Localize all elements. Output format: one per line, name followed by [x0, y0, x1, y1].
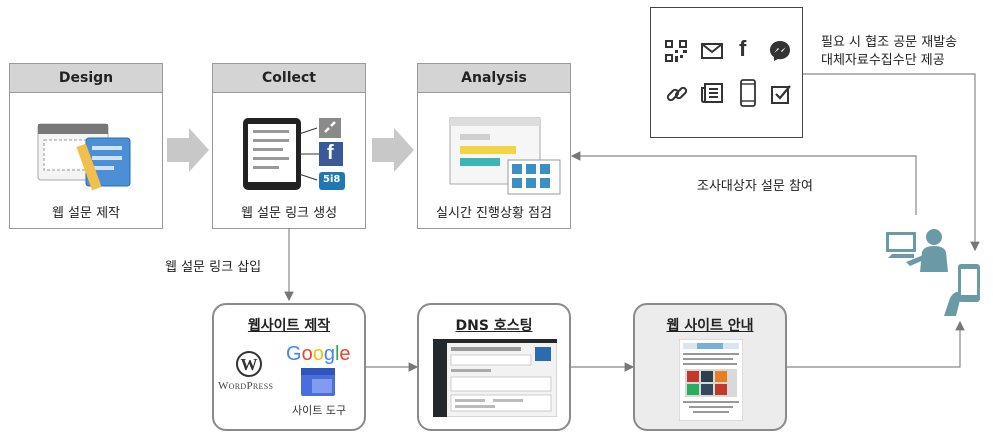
stage-caption: 웹 설문 제작 [51, 206, 121, 221]
newspaper-icon [701, 83, 723, 103]
stage-caption: 실시간 진행상황 점검 [436, 206, 552, 221]
participation-label: 조사대상자 설문 참여 [697, 179, 813, 194]
link-insert-label: 웹 설문 링크 삽입 [165, 260, 262, 275]
qr-code-icon [665, 40, 687, 62]
collect-illustration [243, 118, 345, 190]
box-title: 웹 사이트 안내 [666, 318, 754, 334]
box-title: 웹사이트 제작 [247, 318, 331, 334]
facebook-badge: f [327, 142, 334, 164]
mail-icon [701, 43, 723, 59]
wordpress-icon: W [236, 351, 262, 377]
person-computer-icon [886, 229, 948, 272]
stage-title: Design [10, 64, 162, 93]
wordpress-logo-text: WordPress [218, 380, 274, 392]
number-badge: 5i8 [323, 174, 341, 185]
checkbox-icon [771, 85, 791, 104]
hand-phone-icon [944, 264, 980, 316]
dns-admin-screenshot [433, 339, 557, 417]
stage-collect: Collect f 5i8 웹 설문 링크 생성 [212, 63, 366, 229]
svg-text:Google: Google [286, 343, 350, 365]
analysis-illustration [449, 117, 561, 195]
svg-text:W: W [241, 355, 258, 374]
website-build-box: 웹사이트 제작 W WordPress Google 사이트 도구 [212, 303, 366, 431]
stage-design: Design 웹 설문 제작 [9, 63, 163, 229]
design-illustration [37, 123, 131, 191]
stage-title: Analysis [418, 64, 570, 93]
box-title: DNS 호스팅 [455, 318, 533, 334]
messenger-icon [770, 41, 790, 61]
resend-note-line2: 대체자료수집수단 제공 [821, 53, 945, 68]
link-icon [666, 86, 688, 102]
stage-caption: 웹 설문 링크 생성 [240, 206, 338, 221]
flow-arrow-icon [167, 128, 209, 172]
dns-hosting-box: DNS 호스팅 [417, 303, 571, 431]
resend-note-line1: 필요 시 협조 공문 재발송 [821, 35, 958, 50]
sites-tool-label: 사이트 도구 [292, 404, 347, 417]
facebook-icon: f [739, 36, 747, 61]
flow-arrow-icon [372, 128, 414, 172]
mobile-icon [740, 79, 756, 107]
stage-title: Collect [213, 64, 365, 93]
google-logo: Google [286, 343, 350, 365]
stage-analysis: Analysis 실시간 진행상황 점검 [417, 63, 571, 229]
sites-tool-icon [301, 368, 335, 396]
website-guide-box: 웹 사이트 안내 [633, 303, 787, 431]
website-guide-screenshot [679, 339, 743, 421]
contact-channel-panel: f [650, 7, 803, 138]
